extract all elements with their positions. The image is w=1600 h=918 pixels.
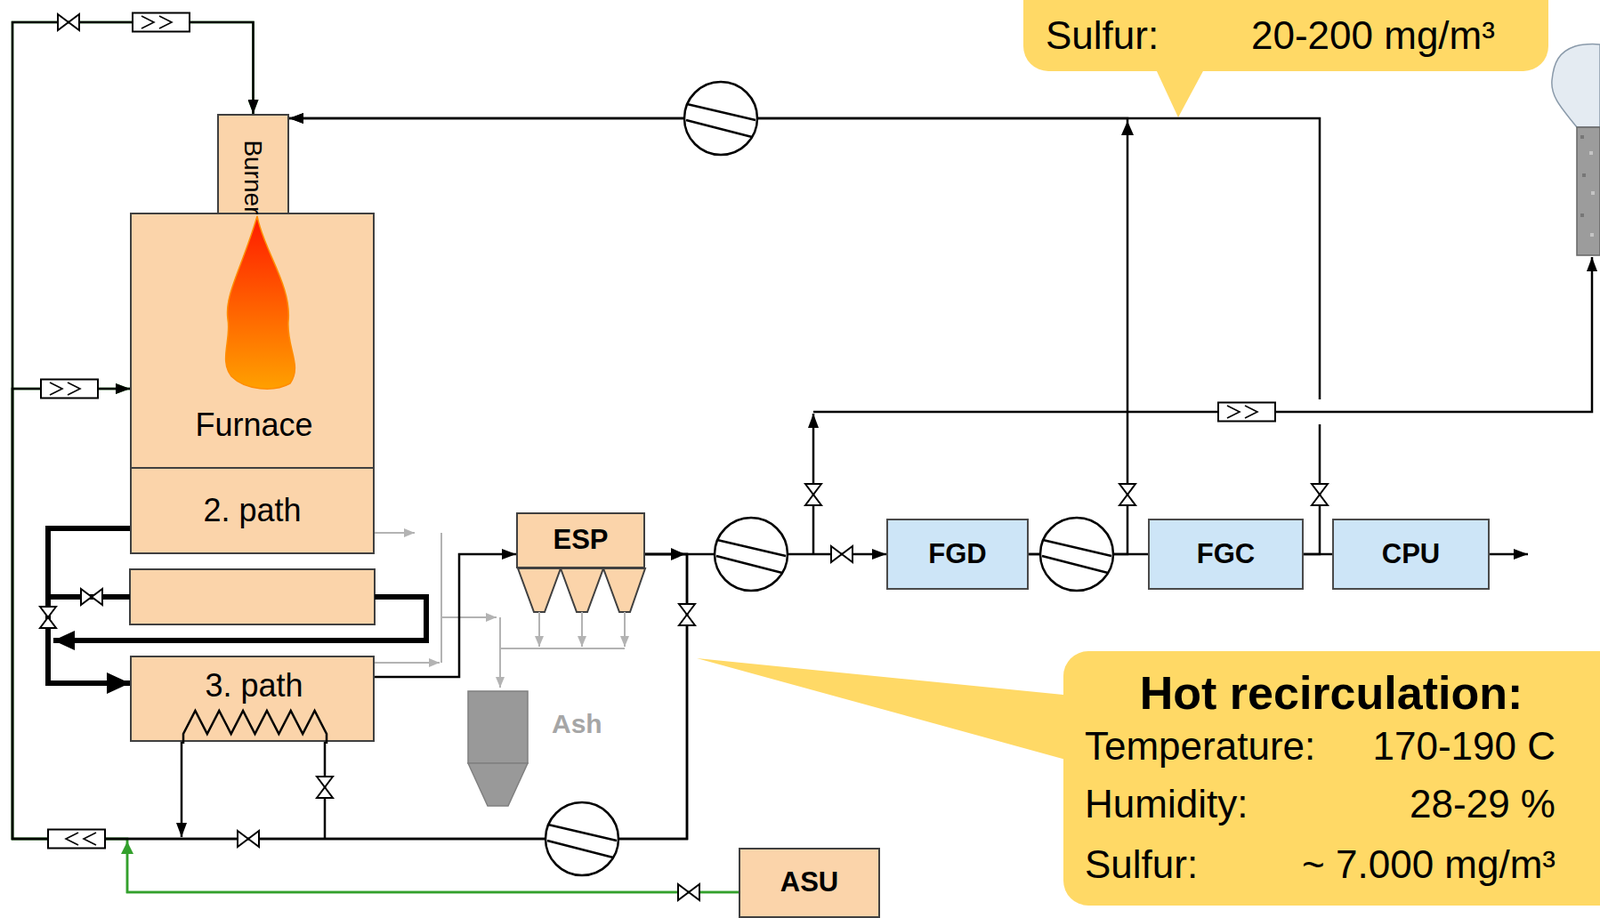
valve-symbol xyxy=(678,884,700,901)
callout-text: 170-190 C xyxy=(1373,725,1556,768)
ash-line xyxy=(623,612,626,647)
callout-text: 20-200 mg/m³ xyxy=(1251,14,1495,57)
ash-silo xyxy=(468,691,528,764)
node-label: CPU xyxy=(1381,539,1440,570)
ash-line xyxy=(538,612,541,647)
node-label: Furnace xyxy=(194,407,313,444)
node-label: ASU xyxy=(780,867,839,898)
thick-gas-line xyxy=(53,597,427,641)
flue-gas-connector xyxy=(48,528,130,684)
ash-line xyxy=(581,612,583,647)
fan-symbol xyxy=(545,802,619,876)
valve-symbol xyxy=(831,546,853,563)
node-label: 3. path xyxy=(204,668,303,704)
esp-hopper xyxy=(517,568,646,613)
flue-gas-connector xyxy=(12,388,739,893)
callout-text: 28-29 % xyxy=(1409,783,1556,826)
valve-symbol xyxy=(1311,484,1328,506)
callout-text: Hot recirculation: xyxy=(1139,668,1524,720)
flow-arrowhead xyxy=(121,121,1134,855)
heat-exchanger-coil xyxy=(183,711,327,744)
stack xyxy=(1591,191,1595,195)
stack xyxy=(1576,127,1600,256)
valve-symbol xyxy=(40,606,57,629)
callout-box: Sulfur: 20-200 mg/m³ xyxy=(1023,0,1549,72)
heat-exchanger-symbol xyxy=(40,379,98,399)
fan-symbol xyxy=(1040,517,1114,591)
callout-text: Sulfur: xyxy=(1045,14,1159,57)
flue-gas-connector xyxy=(12,22,739,893)
stack xyxy=(1582,173,1586,178)
boiler-path-box: 2. path xyxy=(129,467,375,555)
valve-symbol xyxy=(678,604,695,626)
stack xyxy=(1576,127,1600,256)
flue-gas-connector xyxy=(289,118,1320,555)
process-box: FGD xyxy=(886,518,1029,590)
ash-silo xyxy=(468,691,528,807)
ash-line xyxy=(374,662,440,664)
node-label: FGD xyxy=(928,539,986,570)
ash-line xyxy=(440,533,443,663)
valve-symbol xyxy=(40,14,1328,901)
furnace-box: Furnace xyxy=(129,212,375,469)
valve-symbol xyxy=(80,589,103,606)
node-label: FGC xyxy=(1196,539,1255,570)
esp-box: ESP xyxy=(516,512,646,569)
callout-text: Temperature: xyxy=(1084,725,1316,768)
esp-hopper xyxy=(560,568,604,613)
ash-line xyxy=(500,647,625,650)
heat-exchanger-symbol xyxy=(48,830,106,849)
gas-line xyxy=(1489,553,1528,557)
process-box: FGC xyxy=(1147,518,1304,590)
callout-text: ~ 7.000 mg/m³ xyxy=(1301,843,1556,887)
callout-text: Sulfur: xyxy=(1084,843,1198,887)
valve-symbol xyxy=(237,831,259,848)
callout-pointer xyxy=(1155,69,1205,118)
flame-drawing xyxy=(226,216,296,389)
callout-pointer xyxy=(696,658,1073,762)
boiler-path-box: 3. path xyxy=(129,655,375,743)
valve-symbol xyxy=(1119,484,1136,506)
ash-label: Ash xyxy=(551,709,603,739)
intermediate-path-box xyxy=(129,569,375,625)
fan-symbol xyxy=(714,517,788,591)
stack xyxy=(1580,213,1584,218)
stack-plume xyxy=(1551,44,1600,129)
ash-line xyxy=(499,617,502,688)
stack-plume xyxy=(1551,44,1600,129)
stack xyxy=(1590,233,1594,237)
gas-line xyxy=(813,257,1592,413)
valve-symbol xyxy=(57,14,80,31)
flue-gas-connector xyxy=(374,554,517,678)
ash-line xyxy=(441,616,497,619)
flue-gas-connector xyxy=(12,22,687,840)
callout-text: Humidity: xyxy=(1084,783,1248,826)
fan-symbol xyxy=(545,81,1114,876)
stack xyxy=(1589,151,1593,155)
flue-gas-connector xyxy=(289,118,1128,555)
gas-line xyxy=(180,742,184,838)
esp-hopper xyxy=(517,568,561,613)
esp-hopper xyxy=(603,568,646,613)
gas-line xyxy=(181,257,1592,840)
callout-box: Hot recirculation: Temperature: 170-190 C H… xyxy=(1063,651,1600,906)
valve-symbol xyxy=(805,484,822,506)
intermediate-path-box xyxy=(129,569,375,625)
valve-symbol xyxy=(316,776,333,799)
process-box: CPU xyxy=(1332,518,1490,590)
ash-silo xyxy=(468,763,528,807)
node-label: Burner xyxy=(239,139,267,215)
thick-gas-line xyxy=(48,597,427,641)
ash-line xyxy=(374,532,415,534)
node-label: ESP xyxy=(552,525,608,556)
stack xyxy=(1580,135,1584,139)
heat-exchanger-symbol xyxy=(1218,403,1276,422)
fan-symbol xyxy=(684,81,758,155)
node-label: 2. path xyxy=(202,492,301,529)
heat-exchanger-symbol xyxy=(132,13,190,33)
asu-box: ASU xyxy=(738,848,881,918)
